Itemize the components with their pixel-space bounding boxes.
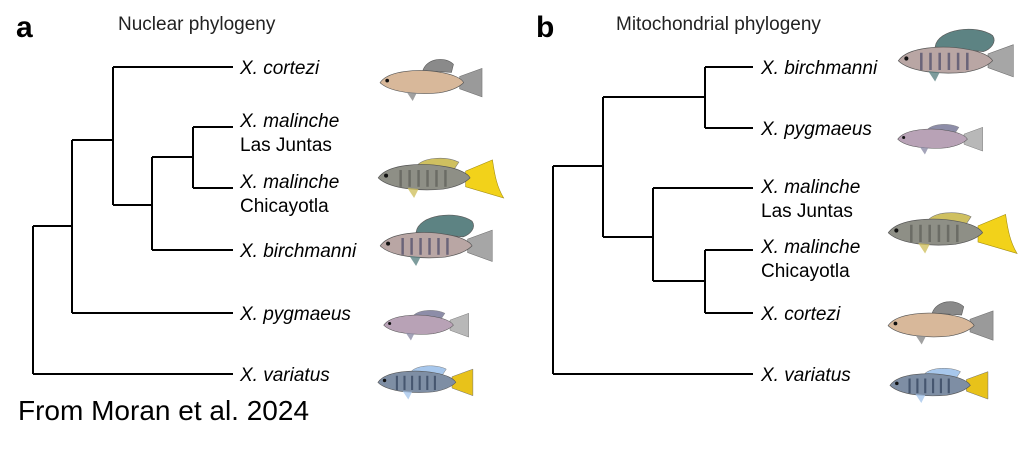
taxon-label-cortezi: X. cortezi	[760, 304, 841, 325]
panel-b: b Mitochondrial phylogeny X. birchmanni	[536, 11, 1018, 403]
fish-eye	[895, 381, 899, 386]
fish-pelvic-fin	[918, 243, 930, 254]
fish-malinche-icon	[377, 157, 505, 199]
fish-eye	[904, 56, 909, 61]
fish-eye	[902, 135, 906, 140]
fish-pygmaeus-icon	[383, 310, 469, 341]
fish-dorsal-fin	[422, 59, 454, 73]
fish-body	[887, 218, 984, 246]
fish-pelvic-fin	[402, 390, 413, 400]
fish-variatus-icon	[377, 365, 474, 400]
fish-body	[383, 314, 454, 335]
fish-pygmaeus-icon	[897, 124, 983, 155]
fish-malinche-icon	[887, 212, 1018, 254]
taxon-label-variatus: X. variatus	[760, 365, 851, 386]
fish-body	[377, 164, 471, 191]
fish-dorsal-fin	[934, 28, 995, 52]
fish-dorsal-fin	[931, 301, 965, 316]
fish-eye	[386, 241, 391, 246]
fish-cortezi-icon	[379, 59, 483, 101]
fish-eye	[894, 228, 899, 233]
fish-pelvic-fin	[928, 71, 940, 82]
fish-body	[377, 370, 457, 393]
fish-body	[379, 70, 465, 94]
taxon-label-birchmanni: X. birchmanni	[239, 241, 357, 262]
fish-dorsal-fin	[415, 214, 474, 238]
tree-b	[552, 66, 753, 375]
fish-pelvic-fin	[915, 335, 926, 345]
fish-eye	[384, 173, 389, 178]
taxon-label-birchmanni: X. birchmanni	[760, 58, 878, 79]
panel-a-title: Nuclear phylogeny	[118, 14, 276, 35]
fish-pelvic-fin	[409, 255, 421, 266]
taxon-label-cortezi: X. cortezi	[239, 58, 320, 79]
panel-a: a Nuclear phylogeny X. cortezi X. ma	[16, 11, 505, 400]
fish-body	[889, 373, 971, 397]
fish-birchmanni-icon	[379, 214, 493, 266]
fish-eye	[385, 78, 390, 83]
fish-eye	[893, 321, 898, 326]
fish-body	[897, 128, 968, 149]
fish-pelvic-fin	[407, 187, 419, 198]
fish-tail-fin	[465, 159, 505, 199]
taxon-label-pygmaeus: X. pygmaeus	[239, 304, 351, 325]
fish-pelvic-fin	[919, 146, 929, 155]
panel-a-letter: a	[16, 11, 33, 44]
fish-pelvic-fin	[406, 91, 417, 101]
fish-tail-fin	[977, 213, 1018, 254]
fish-pelvic-fin	[405, 332, 415, 341]
fish-cortezi-icon	[887, 301, 994, 345]
fish-variatus-icon	[889, 367, 989, 403]
fish-pelvic-fin	[915, 394, 926, 403]
panel-b-title: Mitochondrial phylogeny	[616, 14, 821, 35]
citation-text: From Moran et al. 2024	[18, 395, 309, 426]
fish-birchmanni-icon	[897, 28, 1014, 82]
fish-body	[887, 312, 975, 338]
fish-eye	[382, 378, 387, 383]
taxon-label-variatus: X. variatus	[239, 365, 330, 386]
fish-eye	[388, 321, 392, 326]
taxon-label-pygmaeus: X. pygmaeus	[760, 119, 872, 140]
tree-a	[32, 66, 233, 375]
panel-b-letter: b	[536, 11, 554, 44]
